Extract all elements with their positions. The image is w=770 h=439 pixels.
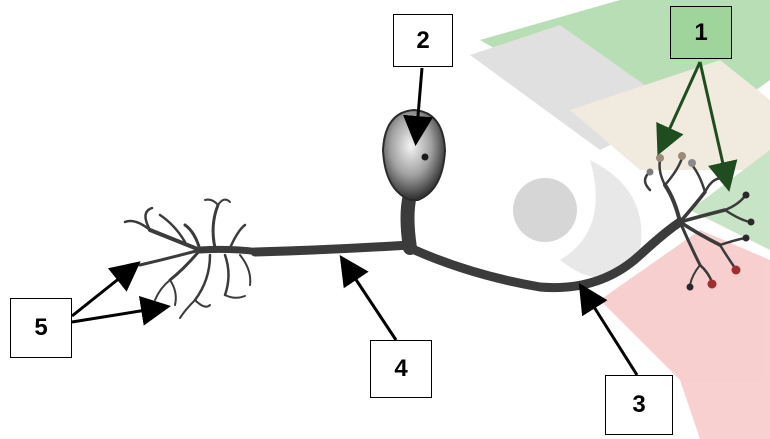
axon-terminals [643, 156, 752, 286]
label-box-5: 5 [10, 298, 72, 358]
arrow-3 [578, 282, 639, 376]
arrow-5a [71, 261, 141, 318]
cell-body-stalk [400, 188, 417, 255]
cell-body [381, 108, 447, 201]
dendrites [119, 198, 264, 319]
nucleus [421, 153, 429, 161]
arrow-4 [339, 254, 398, 341]
pointer-arrows [71, 61, 738, 376]
arrow-1b [698, 61, 738, 192]
arrow-5b [71, 296, 171, 326]
label-box-4: 4 [370, 340, 432, 398]
watermark-logo [470, 0, 770, 439]
axon [405, 217, 685, 293]
arrow-1a [656, 61, 702, 156]
dendrite-shaft [250, 240, 415, 257]
label-box-1: 1 [670, 6, 732, 59]
label-box-3: 3 [605, 375, 673, 435]
label-box-2: 2 [393, 14, 453, 67]
arrow-2 [403, 67, 433, 146]
